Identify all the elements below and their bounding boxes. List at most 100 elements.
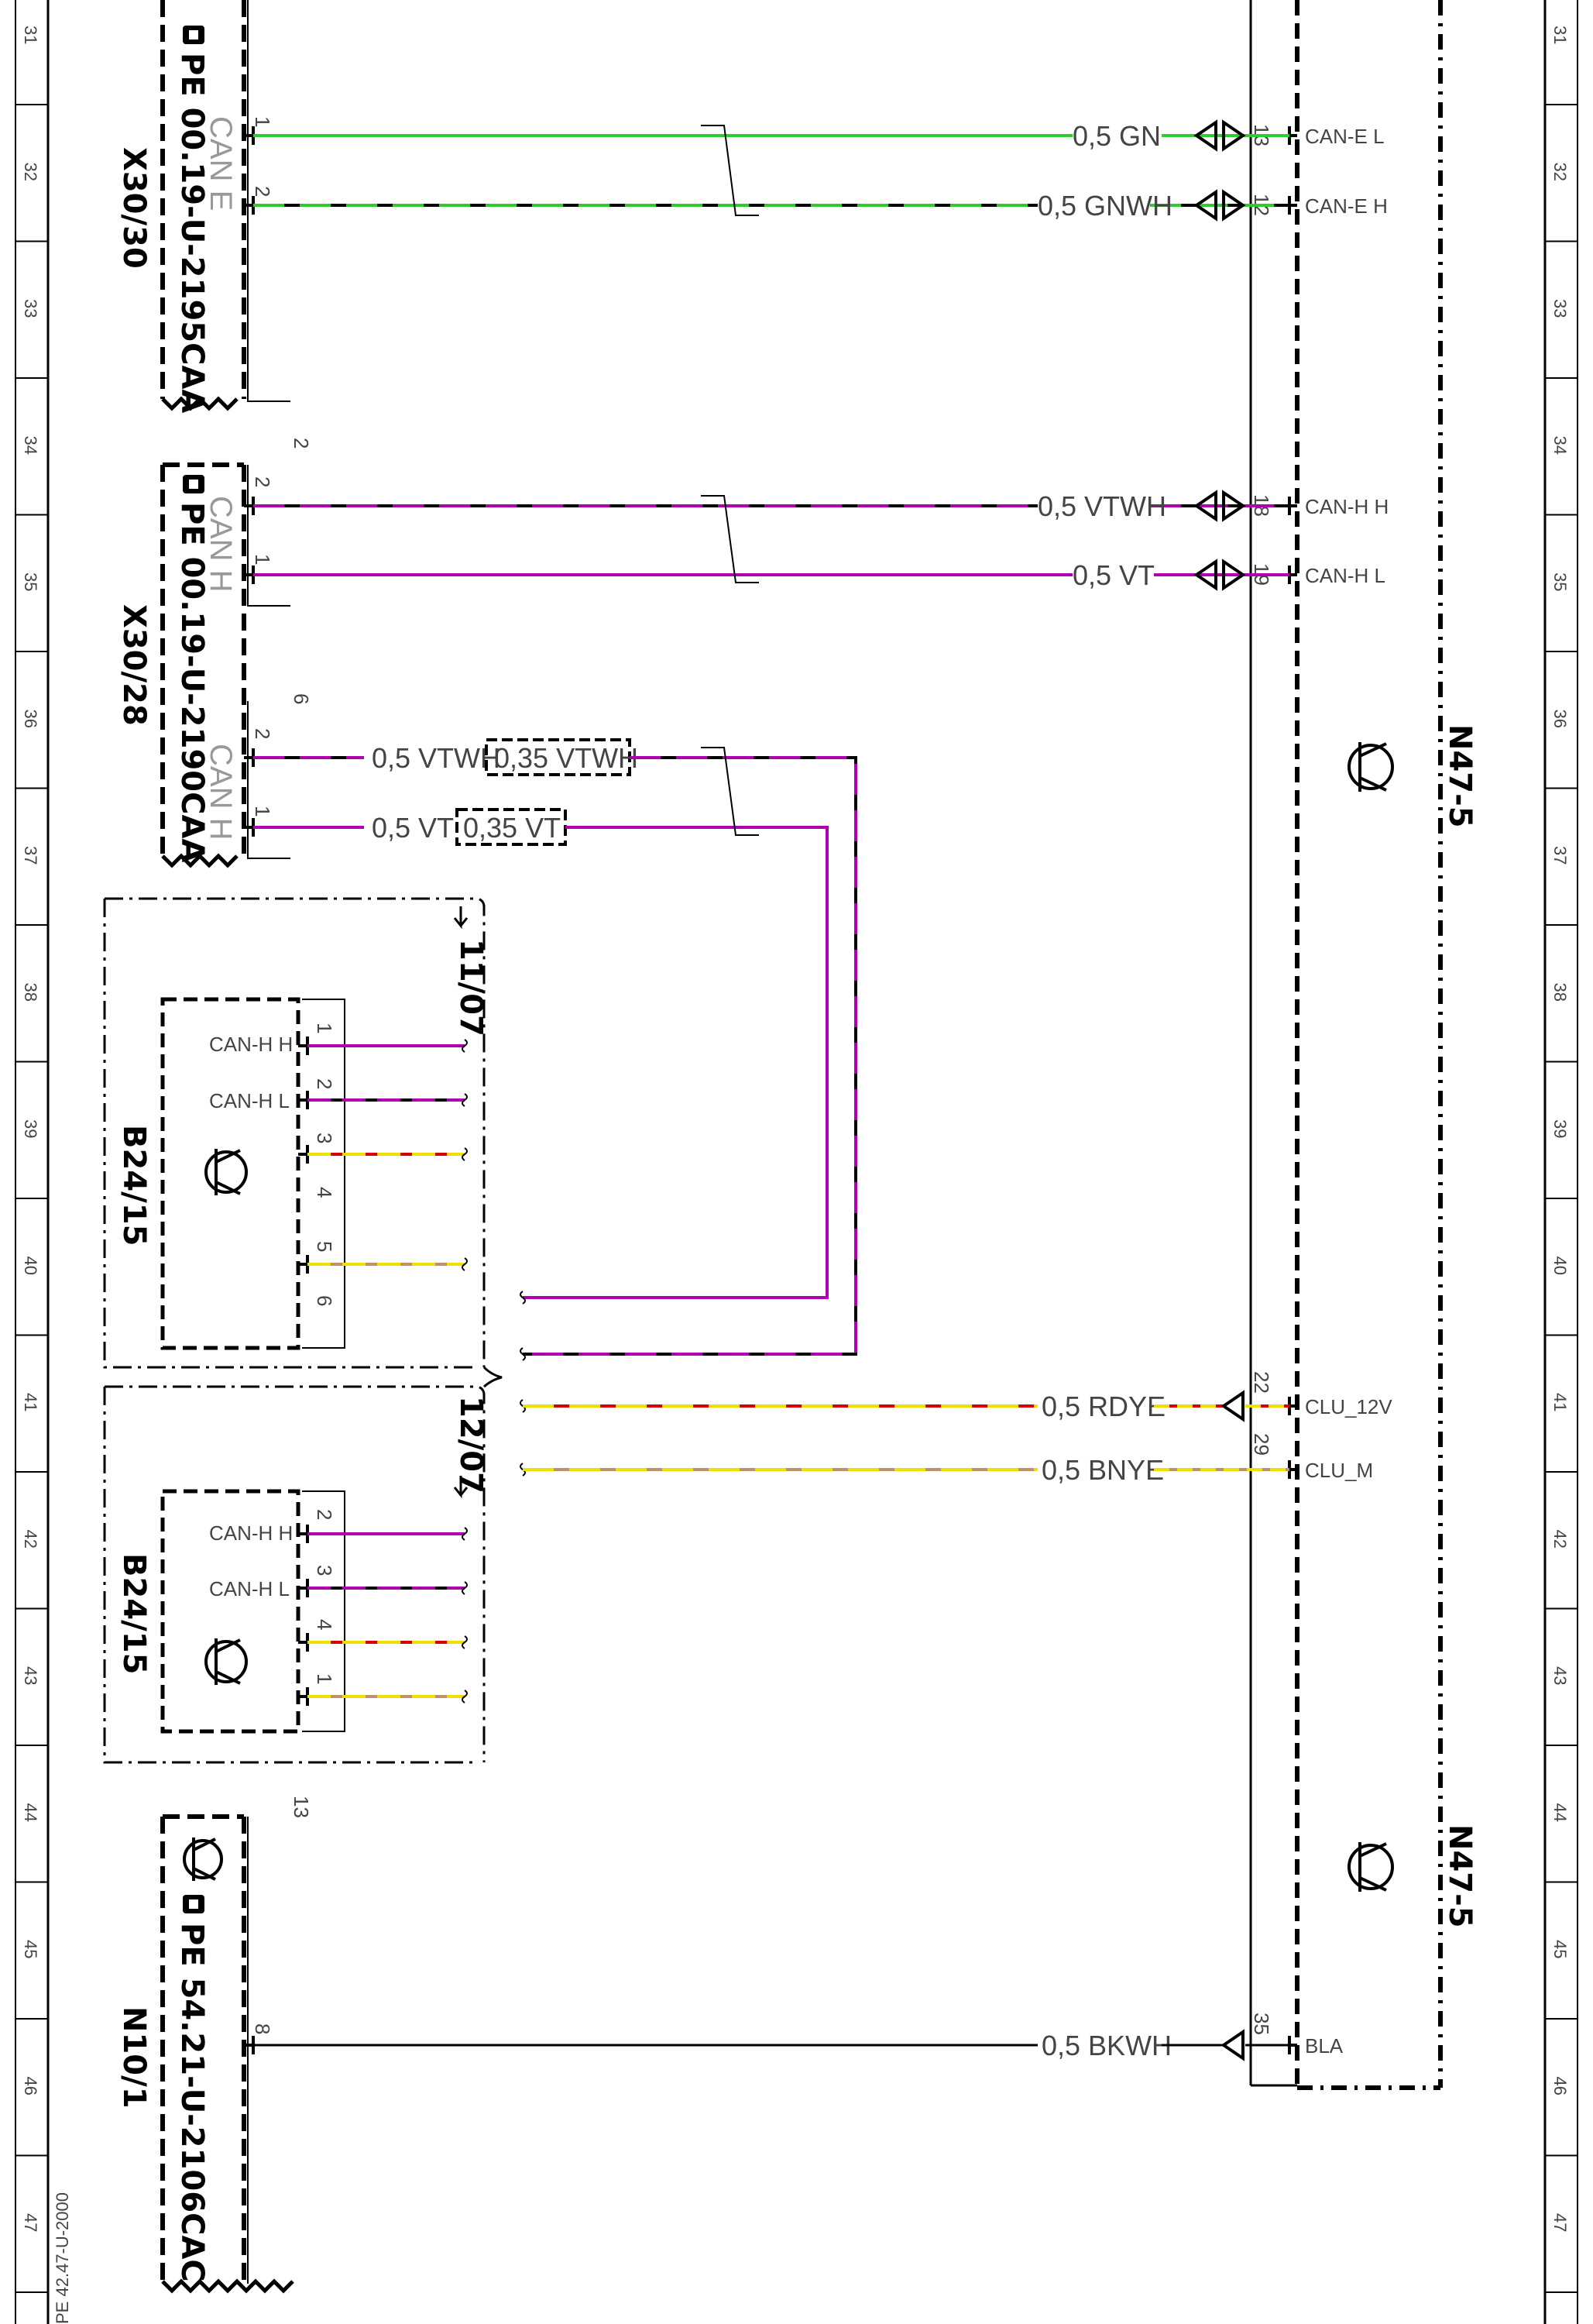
bus-label: CAN E <box>204 116 238 211</box>
twist-marker <box>701 747 759 836</box>
bus-label: CAN H <box>204 744 238 840</box>
pin-number: 22 <box>1250 1371 1273 1394</box>
connector-name: N10/1 <box>116 2006 152 2109</box>
ecu-symbol-icon <box>183 1838 223 1881</box>
connector-name: X30/30 <box>116 147 152 269</box>
module-name: B24/15 <box>116 1125 152 1246</box>
wire-bla: 0,5 BKWH <box>253 2029 1289 2061</box>
wire-can-h-l: 0,5 VT <box>253 559 1289 591</box>
connector-n10-1: PE 54.21-U-2106CAC N10/1 13 8 <box>116 1796 313 2294</box>
ruler-label: 43 <box>21 1666 40 1685</box>
hand-icon <box>183 1895 204 1913</box>
ruler-label: 39 <box>1550 1119 1570 1138</box>
pin-numbers: 1 2 3 4 5 6 <box>313 1023 336 1306</box>
ruler-label: 36 <box>1550 710 1570 728</box>
pin-number: 8 <box>251 2023 274 2034</box>
wire-label: 0,5 BNYE <box>1042 1454 1164 1486</box>
connector-arrow-icon <box>1220 2029 1245 2061</box>
ruler-label: 46 <box>1550 2077 1570 2095</box>
ruler-label: 32 <box>21 163 40 181</box>
pin-signal: BLA <box>1305 2034 1344 2058</box>
ruler-label: 35 <box>1550 572 1570 591</box>
n47-5-label: N47-5 <box>1442 724 1478 828</box>
pin-number: 1 <box>251 554 274 565</box>
ruler-label: 41 <box>1550 1393 1570 1411</box>
pin-signal: CLU_M <box>1305 1459 1373 1482</box>
wires: 0,5 GN 0,5 GNWH 0,5 VTWH 0,5 VT <box>253 119 1289 2061</box>
pin-number: 2 <box>251 476 274 487</box>
ecu-symbol-icon <box>1348 1842 1394 1892</box>
ruler-label: 34 <box>1550 436 1570 455</box>
signal-label: CAN-H H <box>209 1033 293 1056</box>
ruler-label: 43 <box>1550 1666 1570 1685</box>
pin-signal: CAN-H H <box>1305 495 1389 518</box>
ruler-label: 47 <box>1550 2213 1570 2232</box>
module-group-11-07: 11/07 B24/15 CAN-H H CAN-H L 1 2 3 4 5 6 <box>103 897 489 1369</box>
group-label: 11/07 <box>453 939 489 1037</box>
module-b-wires <box>307 1527 468 1703</box>
ruler-label: 44 <box>21 1803 40 1822</box>
module-group-12-07: 12/07 B24/15 CAN-H H CAN-H L 2 3 4 1 <box>103 1385 489 1764</box>
ecu-symbol-icon <box>1348 742 1394 792</box>
wire-can-h-h: 0,5 VTWH <box>253 490 1289 522</box>
pin-22: 22 CLU_12V <box>1250 1371 1392 1418</box>
pin-number: 2 <box>313 1078 336 1089</box>
twist-marker <box>701 125 759 216</box>
ruler-label: 35 <box>21 572 40 591</box>
pin-number: 3 <box>313 1565 336 1576</box>
n47-5-label-2: N47-5 <box>1442 1824 1478 1928</box>
wire-label: 0,5 VTWH <box>1038 490 1166 522</box>
ruler-label: 36 <box>21 710 40 728</box>
pin-29: 29 CLU_M <box>1250 1433 1373 1482</box>
pin-signal: CAN-E L <box>1305 125 1385 148</box>
wire-clu-m: 0,5 BNYE <box>520 1454 1289 1486</box>
ruler-label: 42 <box>21 1530 40 1549</box>
pin-number: 4 <box>313 1187 336 1198</box>
ruler-label: 33 <box>1550 299 1570 318</box>
pin-number: 1 <box>251 806 274 816</box>
wire-label: 0,5 BKWH <box>1042 2030 1172 2061</box>
ruler-label: 40 <box>1550 1257 1570 1275</box>
connector-ref: PE 00.19-U-2190CAA <box>174 502 210 862</box>
pin-numbers: 2 3 4 1 <box>313 1509 336 1684</box>
pin-signal: CAN-H L <box>1305 564 1385 587</box>
ruler-label: 38 <box>21 983 40 1002</box>
group-label: 12/07 <box>453 1396 489 1494</box>
pin-35: 35 BLA <box>1250 2013 1344 2058</box>
connector-ref: PE 54.21-U-2106CAC <box>174 1923 210 2282</box>
ruler-label: 32 <box>1550 163 1570 181</box>
pin-number: 5 <box>313 1241 336 1252</box>
wire-b24-can-h: 0,5 VTWH 0,35 VTWH <box>253 738 857 1356</box>
wire-can-e-l: 0,5 GN <box>253 120 1289 152</box>
hand-icon <box>183 26 204 44</box>
wire-label: 0,35 VTWH <box>494 742 638 774</box>
module-name: B24/15 <box>116 1553 152 1674</box>
bus-label: CAN H <box>204 496 238 592</box>
ruler-label: 42 <box>1550 1530 1570 1549</box>
pin-number: 2 <box>251 186 274 197</box>
ruler-label: 31 <box>1550 26 1570 44</box>
plug-icon <box>1193 490 1246 522</box>
pin-number: 35 <box>1250 2013 1273 2035</box>
pin-number: 3 <box>313 1133 336 1143</box>
wire-label: 0,5 VT <box>372 812 454 844</box>
connector-x30-28: PE 00.19-U-2190CAA X30/28 CAN H CAN H 2 … <box>116 438 313 868</box>
wire-label: 0,5 RDYE <box>1042 1391 1166 1422</box>
module-a-wires <box>307 1039 526 1361</box>
ruler-label: 37 <box>1550 846 1570 865</box>
ruler-label: 38 <box>1550 983 1570 1002</box>
connector-name: X30/28 <box>116 604 152 726</box>
pin-number: 1 <box>313 1673 336 1684</box>
hand-icon <box>183 475 204 493</box>
pin-mark: 2 <box>290 438 313 449</box>
pin-number: 6 <box>313 1295 336 1306</box>
connector-arrow-icon <box>1220 1390 1245 1422</box>
footer-reference: PE 42.47-U-2000 <box>53 2192 72 2324</box>
pin-number: 29 <box>1250 1433 1273 1456</box>
ruler-label: 46 <box>21 2077 40 2095</box>
ruler-label: 34 <box>21 436 40 455</box>
wire-label: 0,5 VT <box>1073 559 1155 591</box>
ecu-symbol-icon <box>204 1149 248 1195</box>
signal-label: CAN-H L <box>209 1577 290 1600</box>
